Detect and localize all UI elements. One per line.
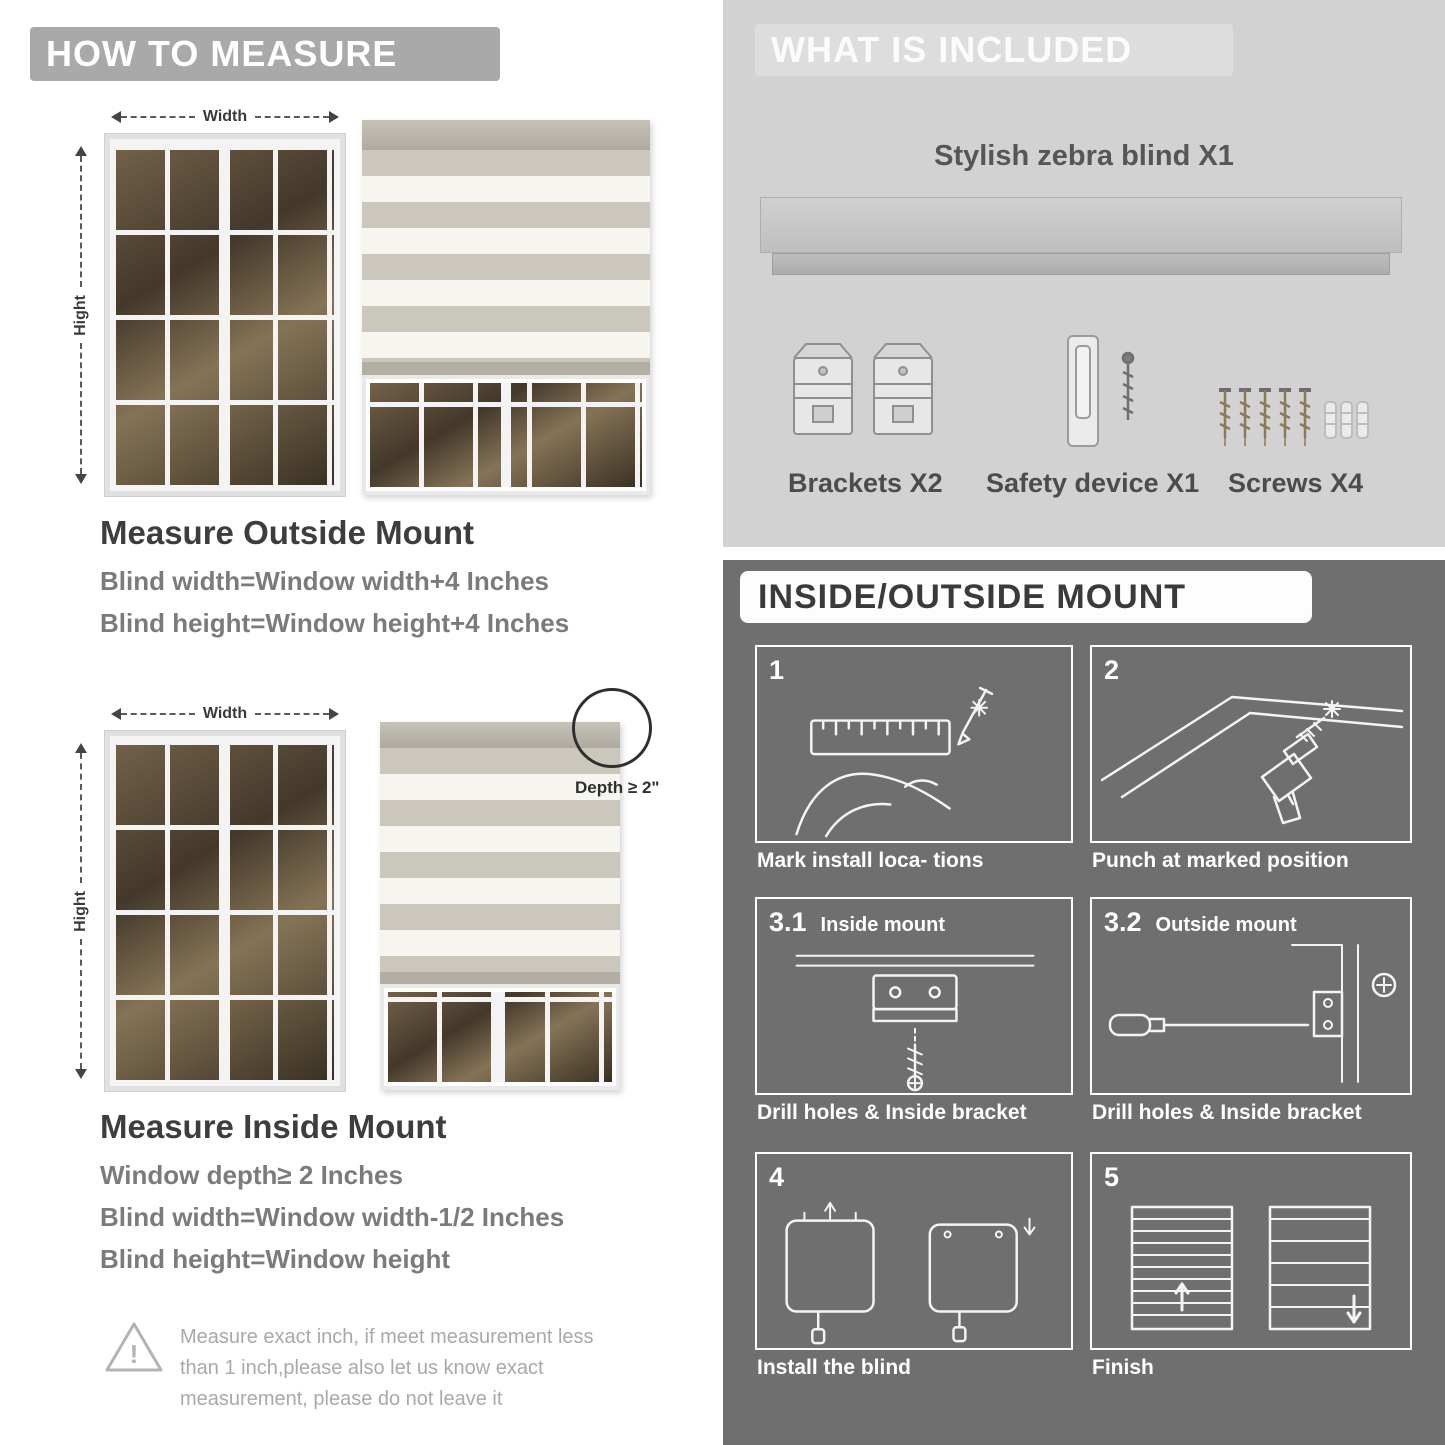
product-label: Stylish zebra blind X1 [934, 140, 1234, 172]
window-glass [370, 383, 642, 487]
inside-mount-blind-illustration [380, 722, 620, 1090]
height-arrow-inside: Hight [68, 737, 94, 1085]
step-panel-3-1: 3.1 Inside mount [755, 897, 1073, 1095]
brackets-image [793, 343, 933, 435]
step-number: 1 [769, 655, 785, 685]
outside-mount-title: Measure Outside Mount [100, 514, 475, 551]
step-caption-3-2: Drill holes & Inside bracket [1092, 1101, 1362, 1124]
window-glass [116, 145, 334, 485]
inside-rule-height: Blind height=Window height [100, 1244, 450, 1274]
step-caption-2: Punch at marked position [1092, 849, 1349, 872]
width-label: Width [202, 108, 248, 125]
step-caption-1: Mark install loca- tions [757, 849, 984, 872]
width-label: Width [202, 705, 248, 722]
step-caption-4: Install the blind [757, 1356, 912, 1379]
height-label: Hight [72, 890, 89, 932]
screws-label: Screws X4 [1228, 468, 1364, 498]
step-number: 5 [1104, 1162, 1120, 1192]
outside-rule-width: Blind width=Window width+4 Inches [100, 566, 549, 596]
measure-note: Measure exact inch, if meet measurement … [180, 1326, 594, 1410]
how-to-measure-header-text: HOW TO MEASURE [46, 33, 398, 74]
step-panel-5: 5 [1090, 1152, 1412, 1350]
arrow-left-icon [105, 708, 121, 720]
step-sub-label: Inside mount [820, 914, 945, 936]
depth-callout-circle [572, 688, 652, 768]
step-number: 4 [769, 1162, 785, 1192]
outside-rule-height: Blind height=Window height+4 Inches [100, 608, 570, 638]
outside-mount-window-illustration [105, 134, 345, 496]
step-caption-3-1: Drill holes & Inside bracket [757, 1101, 1027, 1124]
blind-stripes [362, 150, 650, 362]
arrow-right-icon [329, 708, 345, 720]
mount-guide-header: INSIDE/OUTSIDE MOUNT [740, 571, 1312, 623]
step-number: 3.1 [769, 907, 807, 937]
arrow-right-icon [329, 111, 345, 123]
inside-mount-window-illustration [105, 731, 345, 1091]
height-arrow-outside: Hight [68, 140, 94, 490]
mark-locations-illustration [795, 686, 994, 838]
step-sub-label: Outside mount [1155, 914, 1297, 936]
safety-device-label: Safety device X1 [986, 468, 1200, 498]
safety-device-image [1067, 335, 1135, 447]
outside-bracket-illustration [1108, 944, 1397, 1083]
window-glass [116, 742, 334, 1080]
how-to-measure-section: HOW TO MEASURE Width Hight [0, 0, 722, 1445]
what-is-included-section: WHAT IS INCLUDED Stylish zebra blind X1 [723, 0, 1445, 547]
window-below-blind [362, 375, 650, 495]
width-arrow-outside: Width [105, 106, 345, 128]
blind-headrail-valance [772, 253, 1390, 275]
what-is-included-header: WHAT IS INCLUDED [755, 24, 1233, 76]
step-panel-2: 2 [1090, 645, 1412, 843]
inside-mount-title: Measure Inside Mount [100, 1108, 447, 1145]
depth-callout-label: Depth ≥ 2" [575, 778, 660, 797]
width-arrow-inside: Width [105, 703, 345, 725]
step-panel-1: 1 [755, 645, 1073, 843]
blind-headrail-image [760, 197, 1402, 253]
arrow-up-icon [75, 140, 87, 156]
finish-illustration [1130, 1205, 1372, 1331]
drill-illustration [1100, 695, 1404, 825]
window-glass [388, 992, 612, 1082]
mount-guide-section: INSIDE/OUTSIDE MOUNT 1 Mark install l [723, 560, 1445, 1445]
arrow-left-icon [105, 111, 121, 123]
blind-bottom-rail [362, 362, 650, 375]
height-label: Hight [72, 294, 89, 336]
install-blind-illustration [785, 1201, 1036, 1345]
step-panel-3-2: 3.2 Outside mount [1090, 897, 1412, 1095]
how-to-measure-header: HOW TO MEASURE [30, 27, 500, 81]
step-caption-5: Finish [1092, 1356, 1154, 1379]
inside-rule-depth: Window depth≥ 2 Inches [100, 1160, 403, 1190]
step-panel-4: 4 [755, 1152, 1073, 1350]
arrow-up-icon [75, 737, 87, 753]
outside-mount-blind-illustration [362, 120, 650, 495]
warning-triangle-icon: ! [105, 1322, 163, 1372]
inside-rule-width: Blind width=Window width-1/2 Inches [100, 1202, 565, 1232]
blind-cassette [362, 120, 650, 150]
blind-stripes [380, 748, 620, 972]
arrow-down-icon [75, 1069, 87, 1085]
inside-bracket-illustration [795, 954, 1035, 1092]
step-number: 3.2 [1104, 907, 1142, 937]
screws-image [1217, 388, 1369, 448]
arrow-down-icon [75, 474, 87, 490]
step-number: 2 [1104, 655, 1120, 685]
window-below-blind [380, 984, 620, 1090]
blind-bottom-rail [380, 972, 620, 984]
brackets-label: Brackets X2 [788, 468, 943, 498]
svg-text:!: ! [130, 1339, 139, 1369]
